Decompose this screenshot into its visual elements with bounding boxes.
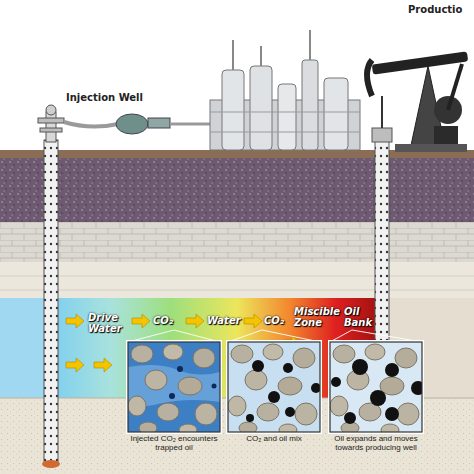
zone-label: CO₂ — [264, 315, 292, 326]
panel-caption: Oil expands and moves towards producing … — [328, 434, 424, 452]
panel-caption: Injected CO₂ encounters trapped oil — [126, 434, 222, 452]
zone-label: Miscible Zone — [294, 306, 342, 328]
pore-panel: CO₂ and oil mix — [226, 340, 322, 472]
well-label: Productio — [408, 4, 470, 15]
well-label: Injection Well — [66, 92, 166, 103]
zone-label: Water — [207, 315, 243, 326]
zone-label: Oil Bank — [344, 306, 374, 328]
pore-panel: Injected CO₂ encounters trapped oil — [126, 340, 222, 472]
zone-label: CO₂ — [153, 315, 183, 326]
panel-caption: CO₂ and oil mix — [226, 434, 322, 443]
pore-panel: Oil expands and moves towards producing … — [328, 340, 424, 472]
zone-label: Drive Water — [88, 312, 130, 334]
